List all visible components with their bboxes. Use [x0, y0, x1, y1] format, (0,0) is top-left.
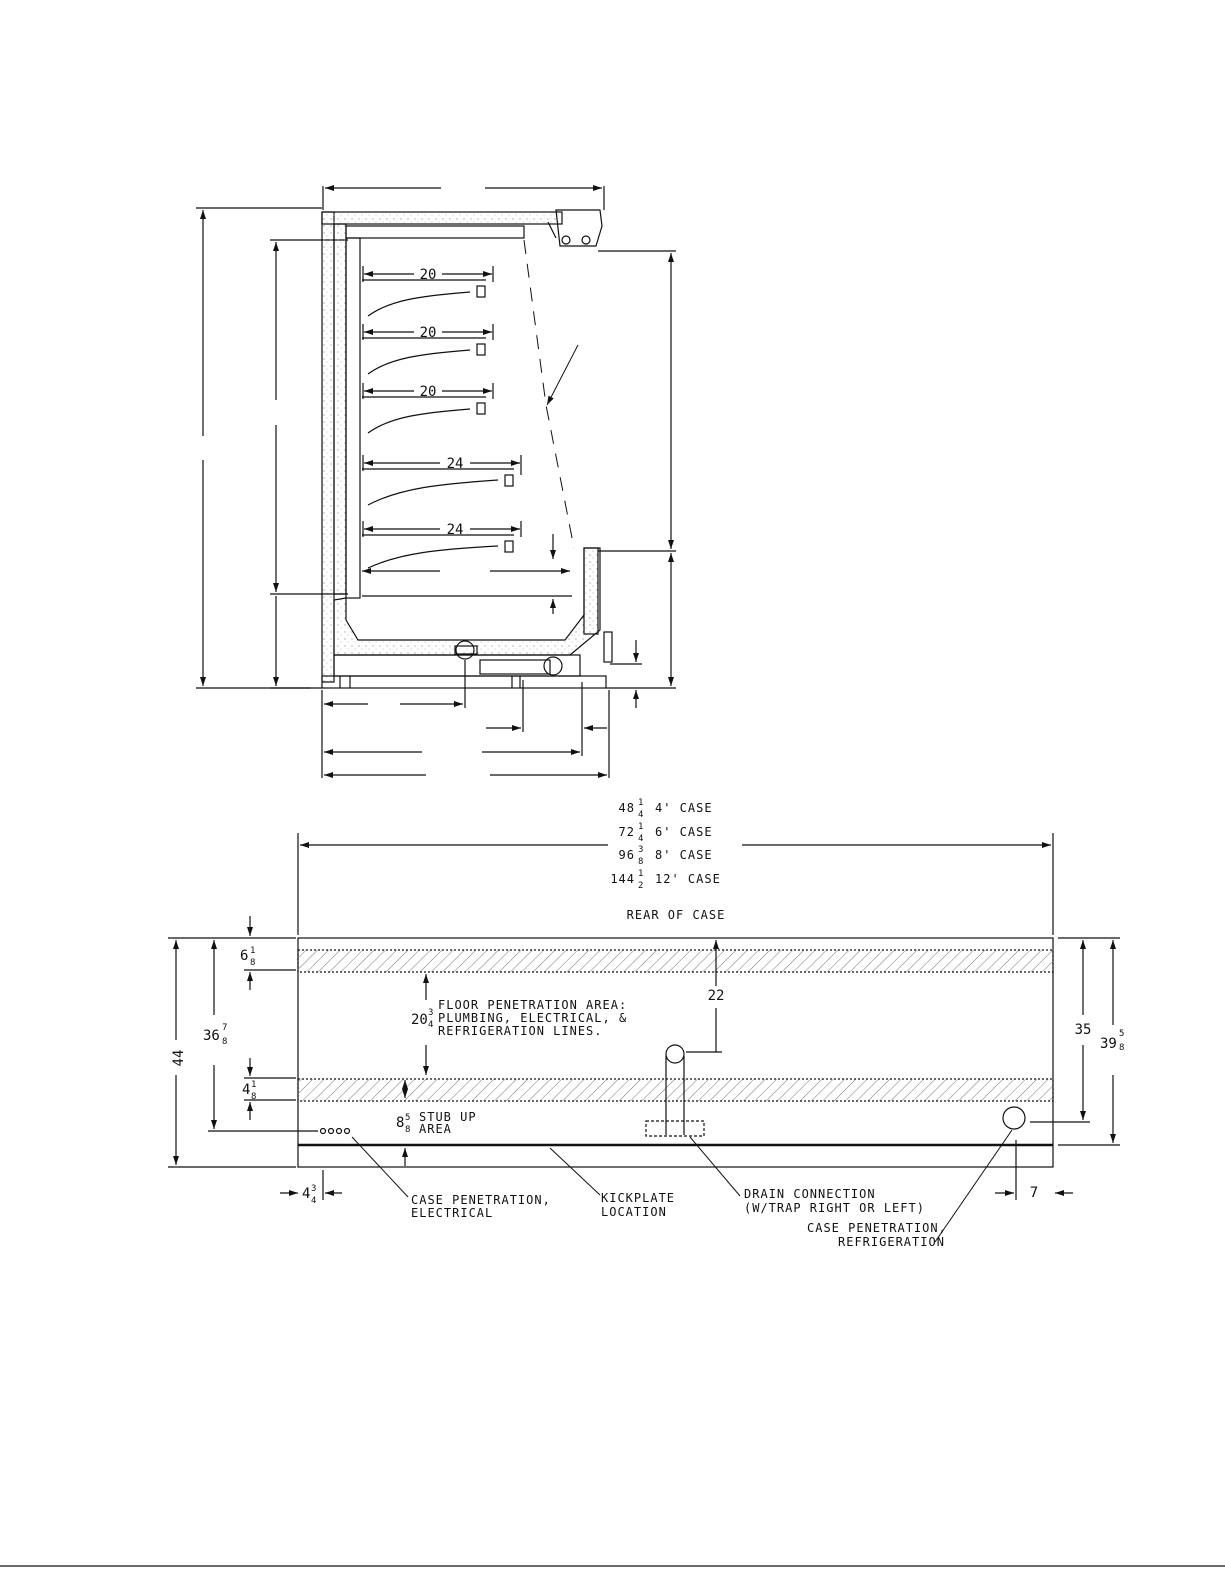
case-length-frac-num: 1 — [638, 822, 643, 832]
dim-20-3-4: 20 3 4 — [411, 1008, 433, 1030]
dim-whole: 20 — [411, 1012, 428, 1028]
dim-39-5-8: 39 5 8 — [1100, 1029, 1124, 1053]
dim-num: 5 — [1119, 1029, 1124, 1039]
dim-num: 7 — [222, 1023, 227, 1033]
dim-4-1-8: 4 1 8 — [242, 1080, 256, 1102]
case-length-4ft: 48 1 4 4' CASE — [619, 798, 713, 820]
shelf-5 — [362, 521, 522, 569]
case-length-label: 6' CASE — [655, 825, 713, 839]
dim-whole: 39 — [1100, 1036, 1117, 1052]
case-length-frac-den: 4 — [638, 834, 643, 844]
dim-den: 8 — [405, 1125, 410, 1135]
callout-kickplate: KICKPLATE LOCATION — [601, 1191, 675, 1219]
case-length-whole: 144 — [610, 872, 635, 886]
overall-depth-dim: 44 — [171, 1050, 187, 1067]
shelf-1 — [362, 266, 494, 317]
side-top-width-dim — [322, 185, 605, 210]
case-plan-outline — [297, 937, 1054, 1168]
case-length-whole: 72 — [619, 825, 635, 839]
dim-den: 4 — [311, 1196, 316, 1206]
dim-num: 1 — [251, 1080, 256, 1090]
case-length-12ft: 144 1 2 12' CASE — [610, 869, 721, 891]
dim-6-1-8: 6 1 8 — [240, 946, 255, 968]
callout-drain: DRAIN CONNECTION (W/TRAP RIGHT OR LEFT) — [744, 1187, 925, 1215]
callout-line: (W/TRAP RIGHT OR LEFT) — [744, 1201, 925, 1215]
dim-7: 7 — [1030, 1185, 1038, 1201]
dim-den: 8 — [222, 1037, 227, 1047]
side-overall-height-dim — [196, 207, 322, 689]
dim-whole: 4 — [242, 1082, 250, 1098]
callout-line: CASE PENETRATION, — [411, 1193, 551, 1207]
shelf-2 — [362, 324, 494, 375]
rear-of-case-label: REAR OF CASE — [627, 908, 726, 922]
dim-den: 8 — [250, 958, 255, 968]
floor-area-line: FLOOR PENETRATION AREA: — [438, 998, 627, 1012]
dim-num: 3 — [428, 1008, 433, 1018]
shelf-3 — [362, 383, 494, 434]
case-length-whole: 48 — [619, 801, 635, 815]
case-length-6ft: 72 1 4 6' CASE — [619, 822, 713, 844]
shelf-4 — [362, 455, 522, 506]
side-bottom-dims — [321, 660, 610, 778]
shelf-depth-label: 24 — [447, 522, 464, 538]
case-outer-shell — [321, 211, 335, 683]
dim-den: 8 — [1119, 1043, 1124, 1053]
side-section-view — [196, 185, 676, 778]
dim-36-7-8: 36 7 8 — [203, 1023, 227, 1047]
case-base-tub — [333, 547, 601, 656]
dim-whole: 6 — [240, 948, 248, 964]
electrical-penetrations — [319, 1127, 351, 1135]
floor-area-line: PLUMBING, ELECTRICAL, & — [438, 1011, 627, 1025]
air-curtain-line — [523, 239, 575, 549]
shelf-depth-labels: 20 20 20 24 24 — [420, 267, 464, 538]
shelves — [362, 266, 522, 569]
callout-line: CASE PENETRATION, — [807, 1221, 947, 1235]
dim-8-5-8: 8 5 8 — [396, 1113, 410, 1135]
side-right-height-dims — [598, 250, 676, 708]
case-length-frac-den: 4 — [638, 810, 643, 820]
callout-line: DRAIN CONNECTION — [744, 1187, 876, 1201]
dim-num: 5 — [405, 1113, 410, 1123]
callout-refrigeration: CASE PENETRATION, REFRIGERATION — [807, 1221, 947, 1249]
shelf-depth-label: 24 — [447, 456, 464, 472]
stub-up-line: STUB UP — [419, 1110, 477, 1124]
drain-box — [645, 1120, 705, 1137]
floor-area-line: REFRIGERATION LINES. — [438, 1024, 603, 1038]
stub-up-line: AREA — [419, 1122, 452, 1136]
callout-line: KICKPLATE — [601, 1191, 675, 1205]
shelf-depth-label: 20 — [420, 267, 437, 283]
dim-num: 1 — [250, 946, 255, 956]
callout-line: LOCATION — [601, 1205, 667, 1219]
case-length-label: 12' CASE — [655, 872, 721, 886]
plan-view — [168, 833, 1120, 1243]
callout-electrical: CASE PENETRATION, ELECTRICAL — [411, 1193, 551, 1220]
case-length-frac-num: 1 — [638, 869, 643, 879]
dim-num: 3 — [311, 1184, 316, 1194]
dim-den: 4 — [428, 1020, 433, 1030]
case-length-labels: 48 1 4 4' CASE 72 1 4 6' CASE 96 3 8 8' … — [610, 798, 721, 891]
dim-whole: 4 — [302, 1186, 310, 1202]
case-length-whole: 96 — [619, 848, 635, 862]
dim-whole: 36 — [203, 1028, 220, 1044]
dim-35: 35 — [1075, 1022, 1092, 1038]
case-length-frac-den: 2 — [638, 881, 643, 891]
case-length-8ft: 96 3 8 8' CASE — [619, 845, 713, 867]
dim-den: 8 — [251, 1092, 256, 1102]
floor-penetration-label: FLOOR PENETRATION AREA: PLUMBING, ELECTR… — [438, 998, 627, 1038]
refrigeration-penetration — [1002, 1106, 1026, 1130]
dim-whole: 8 — [396, 1115, 404, 1131]
case-length-frac-num: 1 — [638, 798, 643, 808]
case-length-frac-den: 8 — [638, 857, 643, 867]
dim-22: 22 — [708, 988, 725, 1004]
case-length-frac-num: 3 — [638, 845, 643, 855]
dim-4-3-4: 4 3 4 — [302, 1184, 316, 1206]
shelf-depth-label: 20 — [420, 325, 437, 341]
shelf-depth-label: 20 — [420, 384, 437, 400]
case-length-label: 8' CASE — [655, 848, 713, 862]
stub-up-label: STUB UP AREA — [419, 1110, 477, 1136]
callout-line: REFRIGERATION — [838, 1235, 945, 1249]
callout-line: ELECTRICAL — [411, 1206, 493, 1220]
case-length-label: 4' CASE — [655, 801, 713, 815]
